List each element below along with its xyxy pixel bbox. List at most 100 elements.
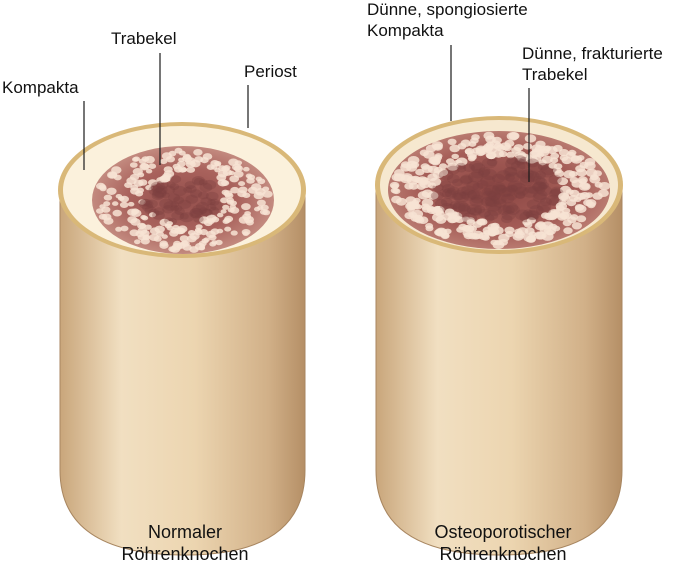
trabecular-pore	[484, 185, 500, 197]
trabecular-pore	[533, 190, 548, 201]
trabecular-pore	[177, 160, 186, 167]
trabecular-pore	[492, 240, 505, 250]
trabecular-pore	[449, 201, 461, 209]
trabecular-pore	[532, 192, 547, 203]
trabecular-pore	[150, 181, 165, 192]
trabecular-pore	[523, 209, 533, 217]
trabecular-pore	[230, 186, 240, 194]
normal-bone	[58, 122, 306, 556]
trabecular-pore	[538, 181, 550, 190]
trabecular-pore	[486, 158, 498, 167]
trabecular-pore	[395, 197, 407, 206]
trabecular-pore	[532, 175, 546, 185]
trabecular-pore	[196, 201, 210, 212]
trabecular-pore	[526, 210, 539, 220]
trabecular-pore	[523, 143, 533, 150]
trabecular-pore	[145, 184, 153, 191]
trabecular-pore	[166, 181, 176, 188]
trabecular-pore	[502, 202, 519, 214]
trabecular-pore	[238, 181, 246, 187]
trabecular-pore	[554, 170, 565, 178]
trabecular-pore	[521, 168, 534, 178]
trabecular-pore	[407, 156, 420, 165]
trabecular-pore	[466, 180, 480, 191]
trabecular-pore	[569, 189, 580, 197]
trabecular-pore	[506, 132, 519, 141]
trabecular-pore	[439, 188, 453, 198]
trabecular-pore	[198, 207, 208, 214]
label-trabekel: Trabekel	[111, 29, 177, 48]
trabecular-pore	[575, 165, 586, 173]
trabecular-pore	[501, 210, 516, 221]
trabecular-pore	[168, 193, 180, 202]
trabecular-pore	[506, 156, 518, 165]
trabecular-pore	[408, 201, 420, 210]
trabecular-pore	[526, 199, 541, 210]
trabecular-pore	[498, 187, 512, 197]
trabecular-pore	[506, 184, 518, 193]
trabecular-pore	[152, 188, 167, 199]
trabecular-pore	[456, 162, 466, 170]
trabecular-pore	[548, 197, 560, 206]
trabecular-pore	[131, 208, 140, 215]
trabecular-pore	[471, 162, 486, 174]
trabecular-pore	[482, 190, 497, 201]
trabecular-pore	[198, 240, 207, 247]
trabecular-pore	[238, 186, 248, 194]
trabecular-pore	[504, 167, 517, 176]
trabecular-pore	[179, 235, 189, 242]
trabecular-pore	[435, 210, 445, 218]
trabecular-pore	[457, 186, 470, 196]
trabecular-pore	[222, 165, 231, 171]
trabecular-pore	[525, 185, 537, 194]
trabecular-pore	[430, 191, 444, 201]
trabecular-pore	[458, 204, 472, 215]
trabecular-pore	[185, 194, 199, 204]
trabecular-pore	[257, 178, 266, 185]
trabecular-pore	[453, 200, 469, 212]
trabecular-pore	[124, 182, 133, 189]
trabecular-pore	[193, 149, 203, 156]
trabecular-pore	[221, 180, 230, 187]
trabecular-pore	[192, 204, 207, 215]
trabecular-pore	[495, 184, 507, 194]
trabecular-pore	[224, 215, 234, 223]
trabecular-pore	[558, 149, 569, 157]
trabecular-pore	[400, 163, 412, 172]
trabecular-pore	[134, 239, 141, 245]
trabecular-pore	[400, 174, 413, 184]
trabecular-pore	[200, 197, 213, 206]
trabecular-pore	[487, 205, 503, 216]
trabecular-pore	[532, 182, 545, 192]
trabecular-pore	[468, 171, 484, 183]
trabecular-pore	[170, 201, 180, 208]
trabecular-pore	[173, 196, 185, 205]
trabecular-pore	[229, 207, 240, 214]
trabecular-pore	[144, 224, 152, 230]
trabecular-pore	[469, 196, 484, 207]
trabecular-pore	[172, 242, 183, 251]
trabecular-pore	[260, 204, 269, 211]
trabecular-pore	[514, 155, 526, 164]
osteoporotic-bone-shaft	[375, 184, 623, 556]
trabecular-pore	[174, 227, 185, 235]
trabecular-pore	[417, 191, 430, 200]
trabecular-pore	[503, 166, 518, 177]
trabecular-pore	[511, 182, 527, 194]
trabecular-pore	[166, 221, 173, 226]
trabecular-pore	[179, 212, 194, 223]
trabecular-pore	[524, 134, 537, 143]
trabecular-pore	[571, 222, 583, 230]
trabecular-pore	[505, 158, 521, 170]
trabecular-pore	[208, 206, 220, 215]
trabecular-pore	[506, 151, 516, 159]
trabecular-pore	[148, 185, 163, 196]
trabecular-pore	[570, 155, 580, 162]
trabecular-pore	[560, 185, 571, 194]
trabecular-pore	[189, 246, 199, 253]
trabecular-pore	[168, 150, 177, 157]
trabecular-pore	[149, 233, 160, 241]
trabecular-pore	[563, 170, 576, 179]
trabecular-pore	[154, 225, 165, 233]
